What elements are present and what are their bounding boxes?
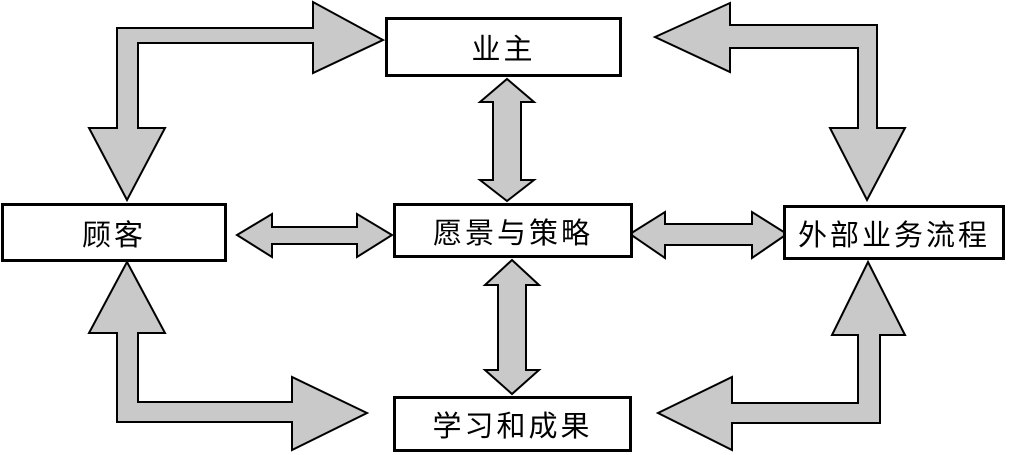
arrow-customer-learning-icon	[87, 259, 370, 452]
node-learning-label: 学习和成果	[432, 411, 593, 443]
arrow-external-owner-icon	[652, 1, 907, 203]
node-customer: 顾客	[1, 203, 227, 262]
node-learning: 学习和成果	[393, 396, 632, 452]
arrow-vision-learning-icon	[482, 258, 542, 396]
node-owner-label: 业主	[471, 34, 536, 66]
arrow-external-learning-icon	[655, 259, 907, 452]
node-vision-label: 愿景与策略	[432, 217, 593, 250]
arrow-customer-vision-icon	[235, 212, 394, 259]
arrow-owner-vision-icon	[477, 77, 537, 203]
arrow-vision-external-icon	[628, 210, 789, 260]
node-external-process-label: 外部业务流程	[797, 219, 990, 252]
node-external-process: 外部业务流程	[783, 205, 1005, 260]
node-owner: 业主	[385, 17, 622, 77]
node-customer-label: 顾客	[81, 219, 146, 252]
node-vision: 愿景与策略	[393, 203, 633, 258]
arrow-customer-owner-icon	[87, 0, 386, 203]
